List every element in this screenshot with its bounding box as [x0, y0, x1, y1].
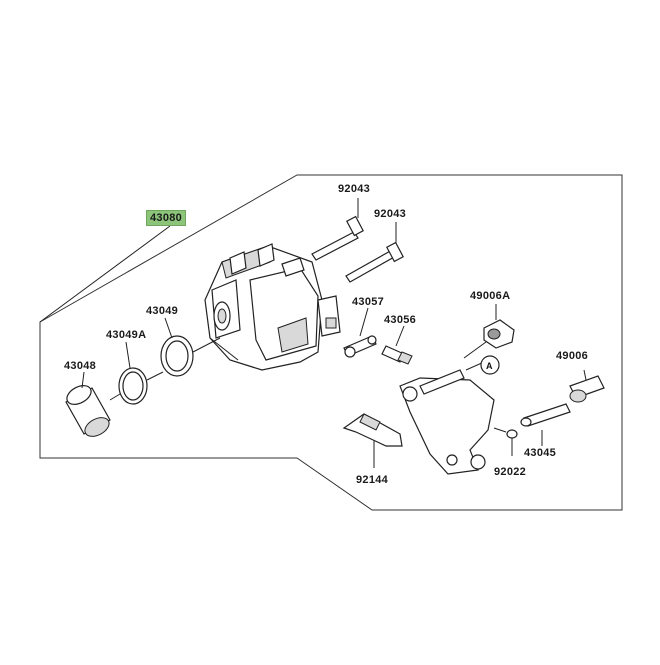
part-label-43056: 43056: [384, 314, 417, 326]
leader-43080: [39, 225, 171, 323]
part-label-43045: 43045: [524, 447, 557, 459]
part-label-49006: 49006: [556, 350, 589, 362]
bracket-pin: [520, 369, 605, 446]
seals-piston: [65, 317, 221, 437]
part-label-92144: 92144: [356, 474, 389, 486]
washer-92022: [493, 427, 518, 456]
part-label-49006a: 49006A: [470, 290, 511, 302]
part-label-43057: 43057: [352, 296, 385, 308]
pad-spring: [342, 413, 403, 468]
assembly-frame: [39, 174, 623, 511]
part-label-92043-lower: 92043: [374, 208, 407, 220]
boot-49006a: [463, 304, 515, 359]
bleeder-parts: [343, 307, 413, 365]
part-label-43049: 43049: [146, 305, 179, 317]
caliper-body: [204, 243, 341, 371]
callout-A: A: [486, 361, 493, 371]
part-label-43080: 43080: [146, 210, 187, 226]
slide-pins: [311, 198, 404, 283]
part-label-43049a: 43049A: [106, 329, 147, 341]
part-label-92043-upper: 92043: [338, 183, 371, 195]
part-label-92022: 92022: [494, 466, 527, 478]
part-label-43048: 43048: [64, 360, 97, 372]
caliper-bracket: A: [399, 355, 500, 475]
